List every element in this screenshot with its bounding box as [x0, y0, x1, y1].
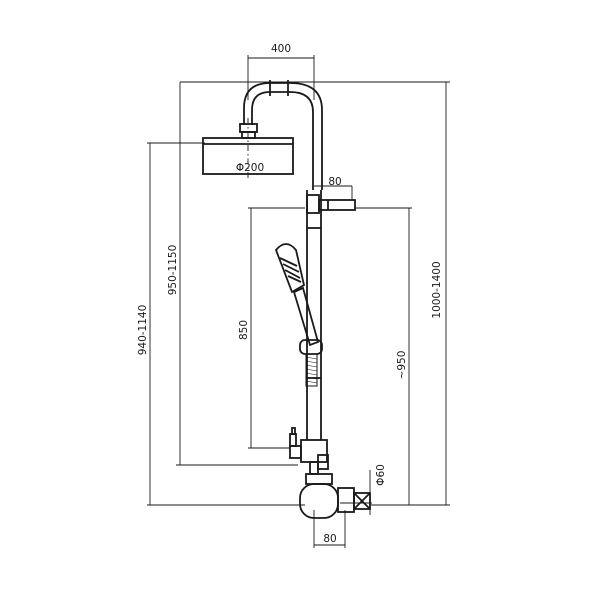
- dim-valve-diameter: Φ60: [375, 464, 387, 486]
- dim-holder-width: 80: [328, 176, 341, 188]
- dim-head-diameter: Φ200: [236, 162, 264, 174]
- dim-total-height: 1000-1400: [431, 261, 443, 318]
- dim-valve-width: 80: [323, 533, 336, 545]
- dim-rail-height: 850: [238, 320, 250, 340]
- shower-arm: [243, 80, 323, 190]
- dim-holder-height: ~950: [396, 351, 408, 380]
- dim-head-height: 940-1140: [137, 305, 149, 356]
- rain-shower-head: [202, 123, 294, 175]
- diverter-valve: [289, 427, 329, 475]
- dim-arm-height: 950-1150: [167, 245, 179, 296]
- dim-arm-width: 400: [271, 43, 291, 55]
- thermostatic-mixer: [299, 473, 371, 519]
- dimension-lines: [147, 55, 450, 548]
- hand-shower: [274, 243, 323, 355]
- flexible-hose: [305, 353, 318, 387]
- slide-rail: [306, 190, 322, 440]
- hand-shower-holder: [306, 194, 356, 214]
